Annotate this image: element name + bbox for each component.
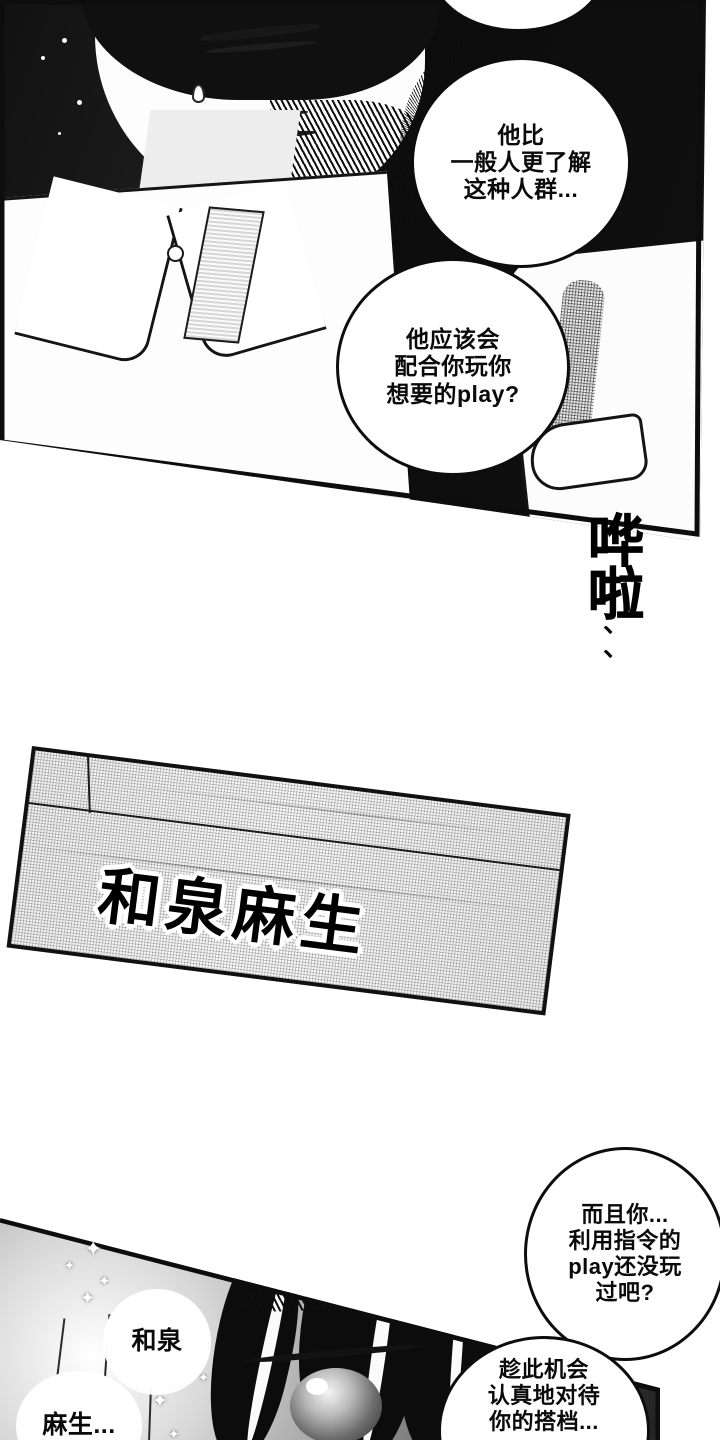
nameplate-corner-line <box>87 756 91 813</box>
panel-top <box>0 0 706 540</box>
bubble-text: 趁此机会 认真地对待 你的搭档... <box>487 1357 601 1434</box>
bubble-text: 他比 一般人更了解 这种人群... <box>450 121 592 203</box>
sparkle-icon: ✦ <box>98 1273 111 1290</box>
bubble-text: 他应该会 配合你玩你 想要的play? <box>386 326 520 407</box>
nameplate-gloss-secondary <box>138 785 511 835</box>
speech-bubble-izumi[interactable]: 和泉 <box>103 1289 211 1395</box>
eye-iris <box>290 1368 382 1440</box>
speech-bubble-play[interactable]: 他应该会 配合你玩你 想要的play? <box>336 258 570 476</box>
sparkle-icon: ✦ <box>64 1258 75 1273</box>
shirt-button <box>167 245 184 262</box>
sweat-drop <box>192 84 205 103</box>
bubble-text: 和泉 <box>131 1327 183 1356</box>
bubble-text: 而且你... 利用指令的 play还没玩 过吧? <box>568 1202 682 1305</box>
speech-bubble-command[interactable]: 而且你... 利用指令的 play还没玩 过吧? <box>524 1147 720 1361</box>
sfx-dots: 、 、 <box>603 607 630 663</box>
eye-highlight <box>306 1378 328 1395</box>
sparkle-icon: ✦ <box>84 1236 103 1261</box>
sparkle-icon: ✦ <box>168 1426 180 1440</box>
bubble-text: 麻生... <box>42 1411 116 1440</box>
sparkle-icon: ✦ <box>80 1288 96 1308</box>
speech-bubble-knows[interactable]: 他比 一般人更了解 这种人群... <box>411 57 631 268</box>
